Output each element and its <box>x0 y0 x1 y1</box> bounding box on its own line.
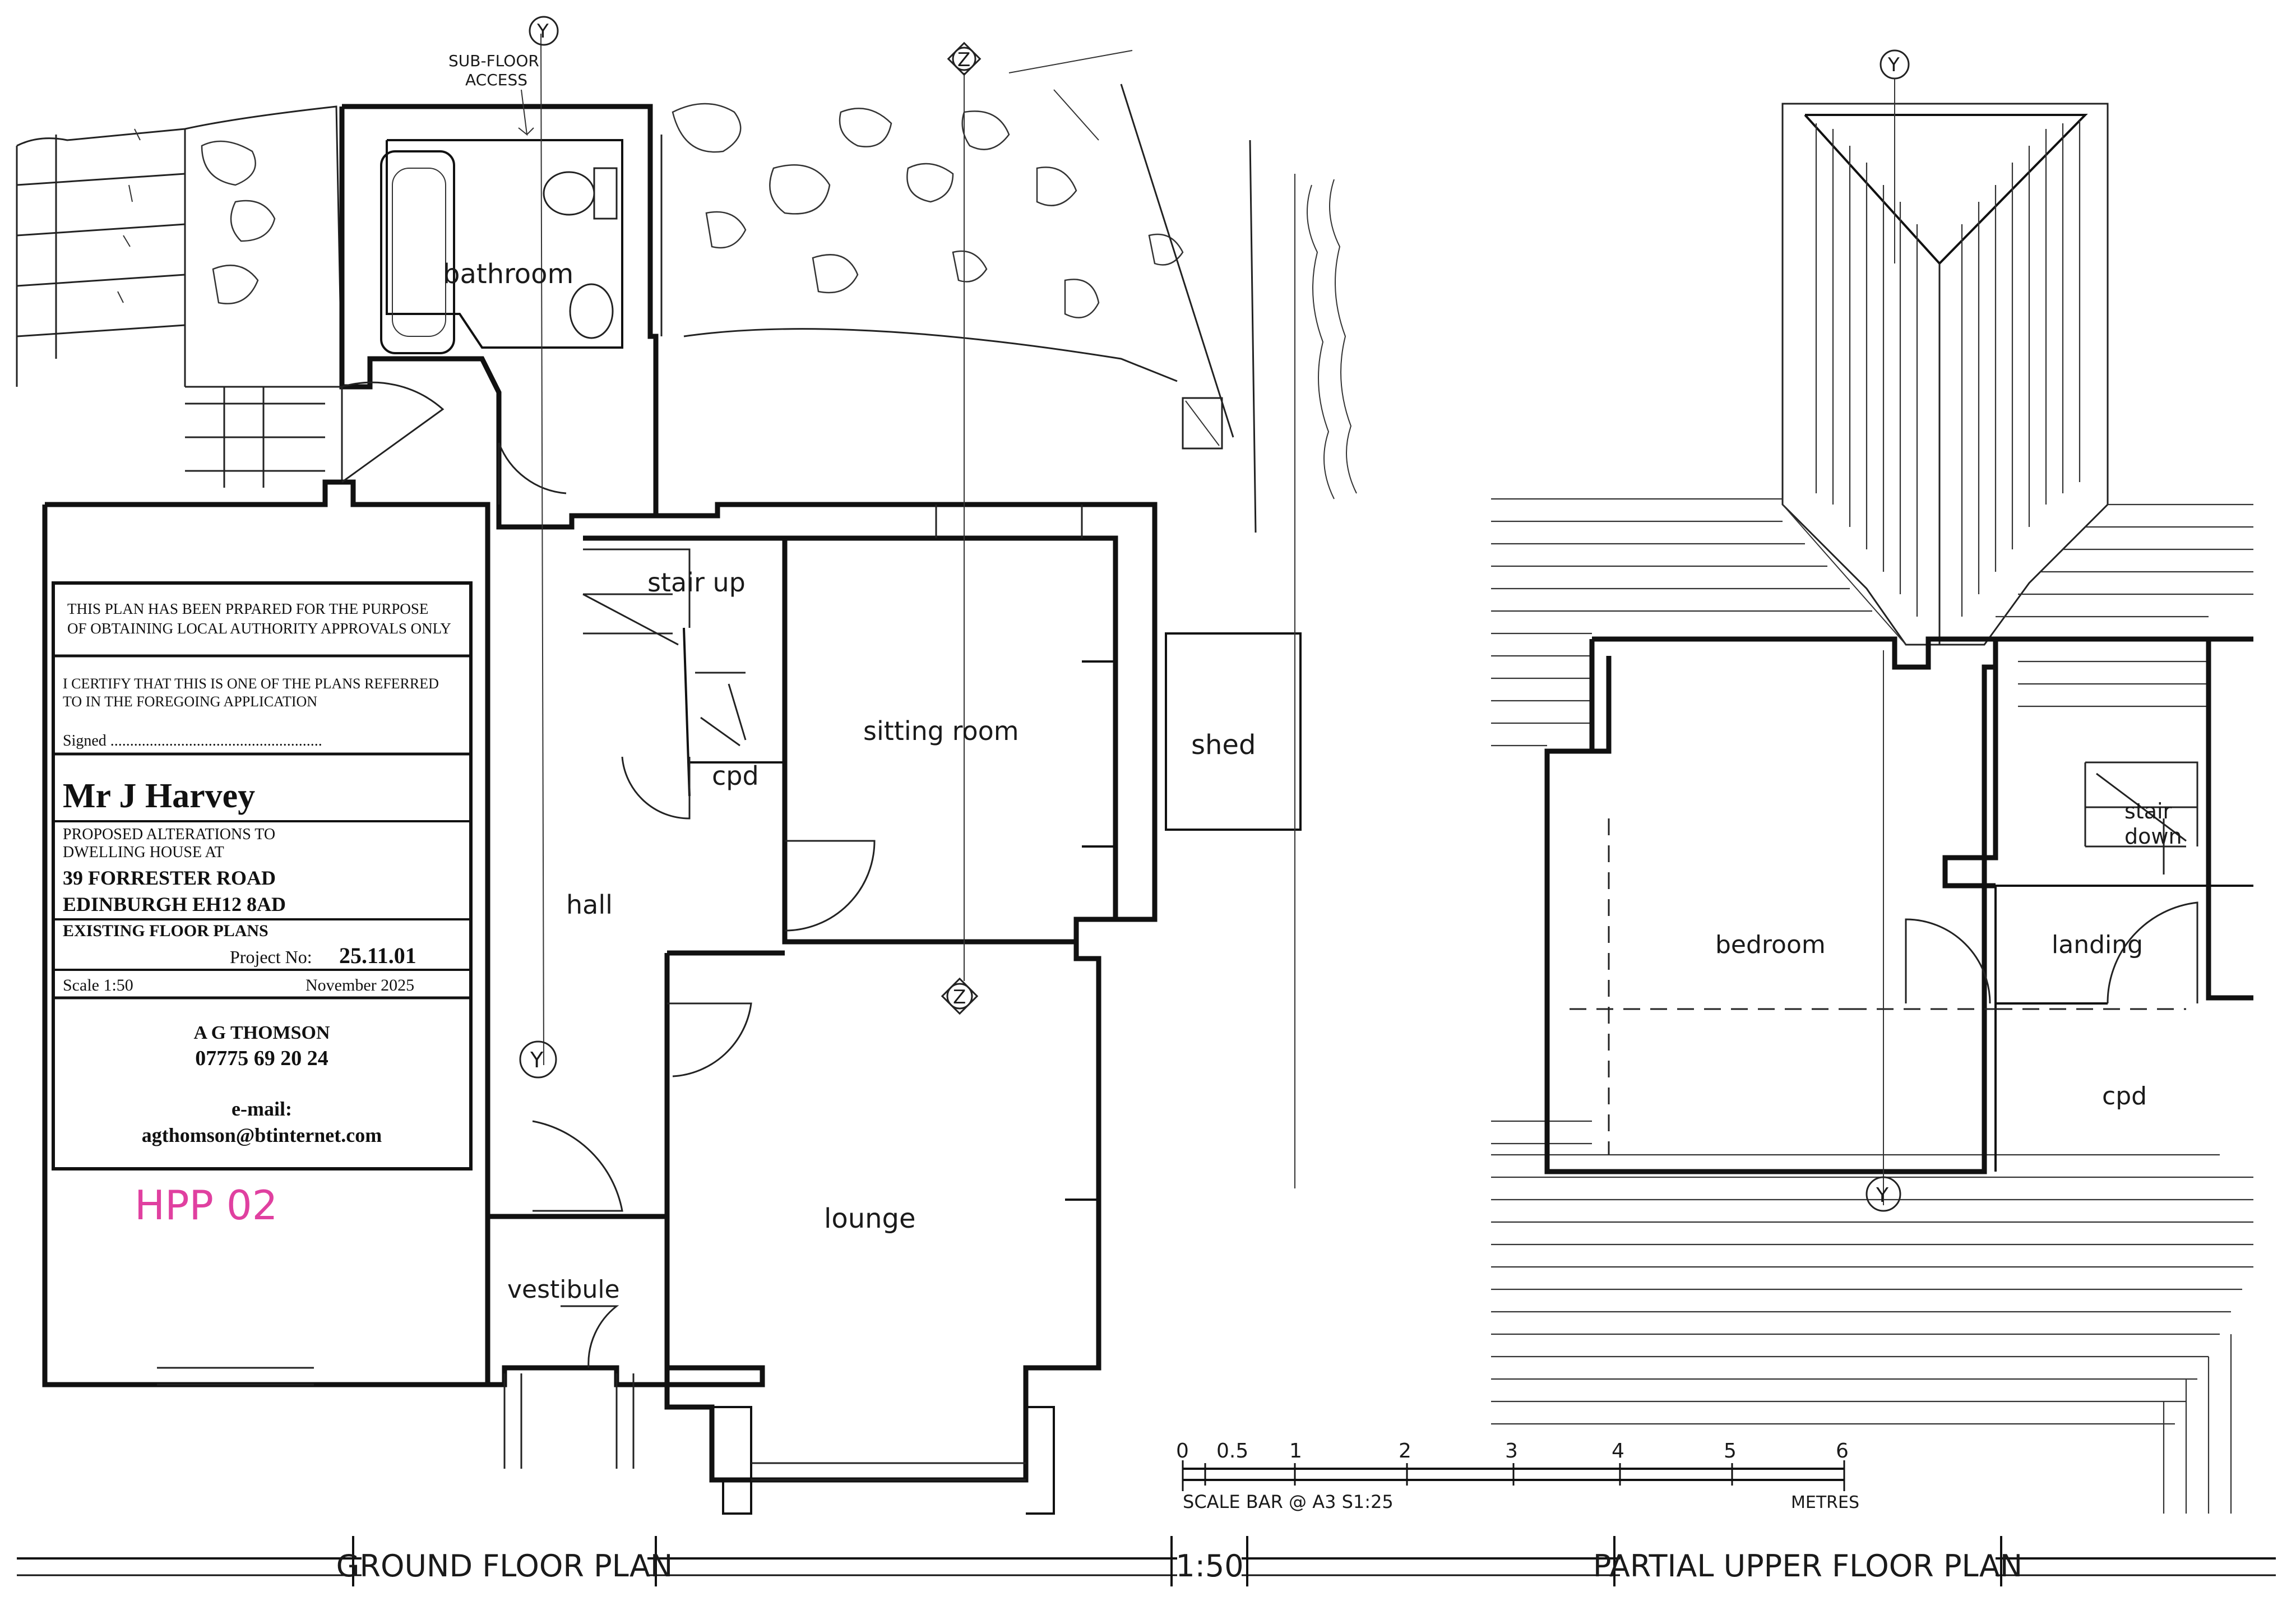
upper-roof-hatch <box>1491 498 2253 1514</box>
tb-phone: 07775 69 20 24 <box>195 1047 328 1070</box>
scale-tick-1: 1 <box>1289 1440 1302 1463</box>
room-label-bedroom: bedroom <box>1715 931 1826 959</box>
tb-scale: Scale 1:50 <box>63 976 133 994</box>
room-label-landing: landing <box>2052 931 2143 959</box>
section-marker-y-top: Y <box>529 16 559 46</box>
garden-steps-left <box>16 105 343 387</box>
scale-tick-5: 5 <box>1724 1440 1737 1463</box>
upper-floor-walls <box>1544 636 2253 1205</box>
subfloor-label-1: SUB-FLOOR <box>448 52 539 70</box>
scale-tick-0: 0 <box>1176 1440 1189 1463</box>
tb-address-2: EDINBURGH EH12 8AD <box>63 893 286 915</box>
shed-outline <box>1165 632 1302 831</box>
svg-text:Y: Y <box>1887 54 1900 76</box>
scale-tick-05: 0.5 <box>1216 1440 1248 1463</box>
section-lines-ground <box>540 33 1295 1188</box>
subfloor-label-2: ACCESS <box>465 71 527 89</box>
title-block: THIS PLAN HAS BEEN PRPARED FOR THE PURPO… <box>52 581 473 1170</box>
room-label-shed: shed <box>1191 729 1256 761</box>
footer-partial-upper-floor-plan: PARTIAL UPPER FLOOR PLAN <box>1593 1548 2022 1584</box>
tb-designer: A G THOMSON <box>193 1022 330 1043</box>
scale-tick-4: 4 <box>1612 1440 1624 1463</box>
scale-tick-6: 6 <box>1836 1440 1849 1463</box>
hpp-annotation: HPP 02 <box>135 1182 277 1229</box>
section-marker-y-upper-top: Y <box>1880 49 1910 80</box>
scale-bar: 0 0.5 1 2 3 4 5 6 SCALE BAR @ A3 S1:25 M… <box>1176 1440 1859 1512</box>
footer-ground-floor-plan: GROUND FLOOR PLAN <box>336 1548 673 1584</box>
section-marker-y-upper-bottom: Y <box>1866 1176 1901 1212</box>
section-marker-z-mid: Z <box>941 977 979 1015</box>
room-label-stair-up: stair up <box>647 567 746 598</box>
tb-desc-2: DWELLING HOUSE AT <box>63 844 224 861</box>
tb-date: November 2025 <box>305 976 414 994</box>
room-label-sitting-room: sitting room <box>863 716 1019 746</box>
tb-project-label: Project No: <box>230 947 312 967</box>
room-label-bathroom: bathroom <box>443 258 573 290</box>
svg-text:Z: Z <box>953 986 966 1008</box>
footer-scale: 1:50 <box>1175 1548 1243 1584</box>
tb-purpose-2: OF OBTAINING LOCAL AUTHORITY APPROVALS O… <box>67 620 451 637</box>
garden-stone-area <box>660 50 1357 533</box>
room-label-stair-down-1: stair <box>2124 799 2172 823</box>
section-marker-y-mid: Y <box>519 1040 557 1079</box>
room-label-cpd-upper: cpd <box>2102 1082 2147 1111</box>
svg-text:Y: Y <box>1876 1184 1889 1207</box>
tb-email-label: e-mail: <box>232 1098 292 1120</box>
ground-floor-walls <box>42 104 1302 1515</box>
scale-tick-3: 3 <box>1505 1440 1518 1463</box>
tb-certify-2: TO IN THE FOREGOING APPLICATION <box>63 693 317 710</box>
room-label-vestibule: vestibule <box>507 1275 620 1304</box>
tb-drawing-title: EXISTING FLOOR PLANS <box>63 922 269 940</box>
svg-text:Z: Z <box>957 49 970 71</box>
room-label-hall: hall <box>566 890 613 920</box>
svg-text:Y: Y <box>536 20 549 43</box>
room-label-stair-down-2: down <box>2124 824 2182 849</box>
room-label-lounge: lounge <box>824 1203 916 1234</box>
tb-purpose-1: THIS PLAN HAS BEEN PRPARED FOR THE PURPO… <box>67 600 428 617</box>
tb-client: Mr J Harvey <box>63 777 255 815</box>
tb-address-1: 39 FORRESTER ROAD <box>63 867 276 889</box>
tb-certify-1: I CERTIFY THAT THIS IS ONE OF THE PLANS … <box>63 675 439 692</box>
section-marker-z-top: Z <box>947 41 982 76</box>
tb-desc-1: PROPOSED ALTERATIONS TO <box>63 826 275 843</box>
room-label-cpd-ground: cpd <box>712 761 759 791</box>
tb-email: agthomson@btinternet.com <box>142 1124 382 1146</box>
tb-signed: Signed .................................… <box>63 732 322 749</box>
tb-project-no: 25.11.01 <box>339 943 416 968</box>
scale-units: METRES <box>1791 1493 1859 1512</box>
scale-tick-2: 2 <box>1399 1440 1411 1463</box>
scale-caption: SCALE BAR @ A3 S1:25 <box>1183 1491 1394 1512</box>
svg-text:Y: Y <box>530 1048 544 1072</box>
upper-roof-dormer <box>1781 103 2109 646</box>
footer-strip: GROUND FLOOR PLAN 1:50 PARTIAL UPPER FLO… <box>17 1536 2276 1586</box>
